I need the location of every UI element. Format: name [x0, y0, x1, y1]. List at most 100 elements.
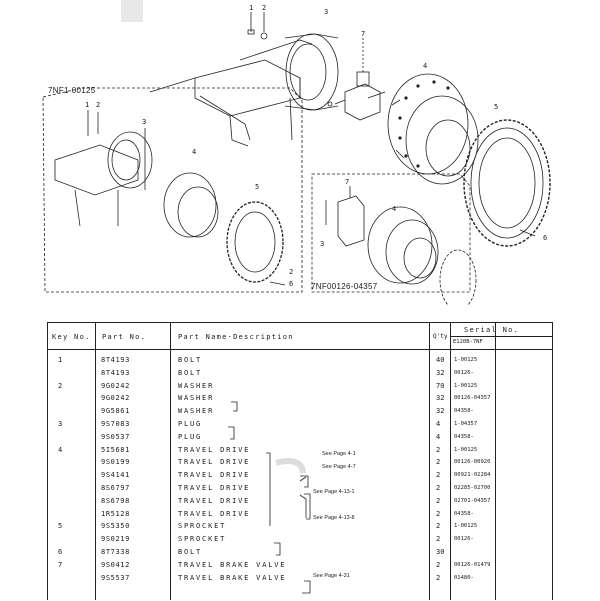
col-divider [95, 323, 96, 600]
serial-divider [450, 336, 552, 337]
serial-cell: 02701-04357 [454, 497, 491, 504]
inset-callout-2b: 2 [289, 268, 294, 276]
inset-callout-2: 2 [96, 101, 101, 109]
part-no-cell: 9S7083 [101, 420, 130, 428]
serial-cell: 1-04357 [454, 421, 478, 427]
key-no-cell: 5 [58, 522, 63, 531]
serial-cell: 1-00125 [454, 446, 478, 453]
callout-1: 1 [249, 4, 254, 12]
key-no-cell: 2 [58, 381, 63, 390]
part-no-cell: 8S6798 [101, 496, 130, 505]
part-no-cell: 9S5537 [101, 573, 130, 582]
part-name-cell: TRAVEL DRIVE [178, 496, 251, 505]
qty-cell: 30 [436, 548, 445, 556]
part-name-cell: TRAVEL DRIVE [178, 484, 251, 492]
ref-page-4-1[interactable]: See Page 4-1 [322, 451, 356, 457]
part-name-cell: TRAVEL DRIVE [178, 509, 251, 518]
qty-cell: 2 [436, 535, 441, 544]
part-name-cell: TRAVEL DRIVE [178, 458, 251, 467]
qty-cell: 32 [436, 394, 445, 403]
part-no-cell: 9G0242 [101, 381, 130, 390]
part-name-cell: SPROCKET [178, 522, 227, 531]
serial-cell: 04358- [454, 510, 474, 517]
part-no-cell: 9S0537 [101, 432, 130, 441]
part-name-cell: WASHER [178, 394, 215, 403]
inset-bottom-label: 7NF00126-04357 [311, 282, 378, 291]
serial-cell: 1-00125 [454, 523, 478, 530]
serial-cell: 1-00125 [454, 382, 478, 389]
part-no-cell: 5I5681 [101, 445, 130, 454]
callout-5: 5 [494, 103, 499, 111]
callout-3: 3 [324, 8, 329, 16]
col-divider [429, 323, 430, 600]
inset-b-callout-3: 3 [320, 240, 325, 248]
part-name-cell: BOLT [178, 548, 203, 556]
inset-b-callout-7: 7 [345, 178, 350, 186]
table-row: 8S6798 TRAVEL DRIVE 2 02701-04357 [48, 495, 554, 508]
key-no-cell: 1 [58, 356, 63, 364]
serial-cell: 00921-02284 [454, 472, 491, 479]
serial-cell: 02285-02700 [454, 485, 491, 491]
part-no-cell: 9S0219 [101, 535, 130, 544]
ref-page-4-13-8[interactable]: See Page 4-13-8 [313, 515, 355, 521]
key-no-cell: 4 [58, 445, 63, 454]
key-no-cell: 3 [58, 420, 63, 428]
serial-cell: 04358- [454, 408, 474, 415]
header-part: Part No. [102, 333, 147, 341]
serial-cell: 1-00125 [454, 357, 478, 363]
inset-b-callout-4: 4 [392, 205, 397, 213]
serial-cell: 00126-04357 [454, 395, 491, 402]
col-divider [495, 323, 496, 600]
table-row: 6 8T7338 BOLT 30 [48, 546, 554, 559]
ref-page-4-13-1[interactable]: See Page 4-13-1 [313, 489, 355, 495]
serial-cell: 00126-00920 [454, 459, 491, 466]
qty-cell: 4 [436, 432, 441, 441]
diagram-drawing [42, 0, 551, 311]
table-row: 9S0219 SPROCKET 2 00126- [48, 533, 554, 546]
header-divider [48, 349, 552, 350]
inset-left-label: 7NF1-00125 [48, 86, 96, 95]
qty-cell: 40 [436, 356, 445, 364]
part-no-cell: 9S0412 [101, 560, 130, 569]
qty-cell: 2 [436, 484, 441, 492]
part-no-cell: 9S0199 [101, 458, 130, 467]
serial-cell: 00126- [454, 536, 474, 543]
inset-callout-5: 5 [255, 183, 260, 191]
part-name-cell: SPROCKET [178, 535, 227, 544]
callout-7: 7 [361, 30, 366, 38]
qty-cell: 4 [436, 420, 441, 428]
inset-callout-3: 3 [142, 118, 147, 126]
header-name: Part Name·Description [178, 333, 294, 341]
qty-cell: 2 [436, 471, 441, 480]
qty-cell: 2 [436, 509, 441, 518]
serial-cell: 00126- [454, 369, 474, 376]
inset-callout-6: 6 [289, 280, 294, 288]
qty-cell: 2 [436, 496, 441, 505]
part-no-cell: 9G5861 [101, 407, 130, 416]
col-divider [450, 323, 451, 600]
part-name-cell: TRAVEL BRAKE VALVE [178, 560, 287, 569]
key-no-cell: 6 [58, 548, 63, 556]
callout-2: 2 [262, 4, 267, 12]
part-no-cell: 9S4141 [101, 471, 130, 480]
serial-cell: 01480- [454, 574, 474, 581]
qty-cell: 2 [436, 522, 441, 531]
ref-page-4-7[interactable]: See Page 4-7 [322, 464, 356, 470]
callout-4: 4 [423, 62, 428, 70]
part-no-cell: 8T7338 [101, 548, 130, 556]
part-name-cell: BOLT [178, 368, 203, 377]
part-name-cell: WASHER [178, 381, 215, 390]
ref-page-4-31[interactable]: See Page 4-31 [313, 573, 350, 579]
